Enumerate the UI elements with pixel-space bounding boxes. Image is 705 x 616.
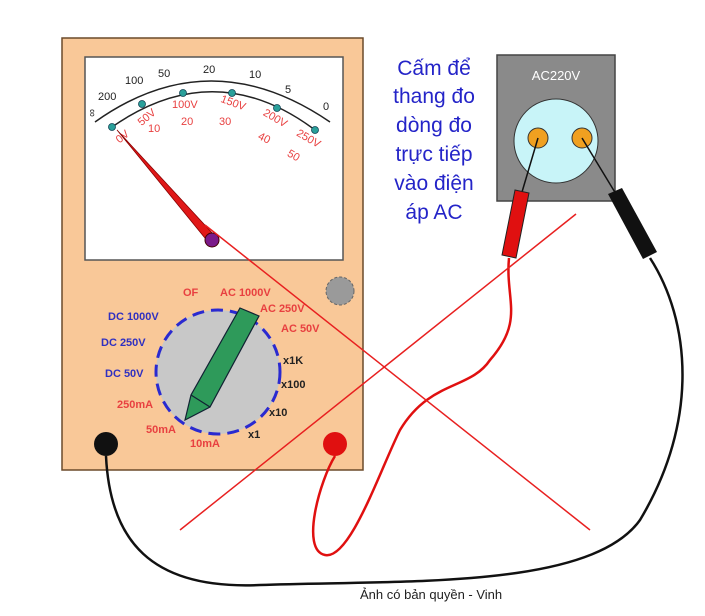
svg-text:30: 30 [219,116,231,128]
positive-jack[interactable] [323,432,347,456]
svg-text:50: 50 [158,68,170,80]
svg-text:OF: OF [183,287,199,299]
svg-text:40: 40 [256,130,272,146]
svg-text:x1K: x1K [283,355,303,367]
svg-text:100V: 100V [172,99,198,111]
outlet-label: AC220V [532,68,581,83]
red-wire [311,257,513,557]
black-probe[interactable] [608,188,657,259]
svg-text:Cấm để: Cấm để [397,57,471,80]
svg-text:5: 5 [285,84,291,96]
svg-text:10: 10 [249,69,261,81]
svg-text:10: 10 [148,123,160,135]
range-selector-dial[interactable] [154,307,282,436]
svg-text:dòng đo: dòng đo [396,114,472,137]
meter-display [84,56,344,261]
svg-text:100: 100 [125,75,143,87]
svg-text:10mA: 10mA [190,438,220,450]
svg-text:50: 50 [285,148,302,165]
svg-text:200: 200 [98,91,116,103]
svg-text:0: 0 [323,101,329,113]
svg-text:x100: x100 [281,379,305,391]
svg-text:50mA: 50mA [146,424,176,436]
black-wire [104,257,684,587]
cross-line-2 [204,224,591,531]
svg-text:DC 50V: DC 50V [105,368,144,380]
svg-text:∞: ∞ [86,109,98,117]
scale-dots [108,89,319,134]
svg-text:AC 1000V: AC 1000V [220,287,271,299]
volt-scale-arc [111,91,316,131]
svg-text:x1: x1 [248,429,260,441]
svg-text:250mA: 250mA [117,399,153,411]
current-scale-labels: 10 20 30 40 50 [148,116,302,164]
svg-text:AC 250V: AC 250V [260,303,305,315]
outlet-face [513,98,599,184]
svg-text:trực tiếp: trực tiếp [395,143,472,166]
red-probe-tip [521,137,539,193]
svg-text:vào điện: vào điện [394,172,473,195]
ohm-scale-arc [94,80,331,123]
svg-text:áp AC: áp AC [405,201,462,224]
red-probe[interactable] [501,189,530,259]
svg-text:thang đo: thang đo [393,85,475,108]
cross-line-1 [179,213,577,531]
svg-text:20: 20 [203,64,215,76]
dial-labels: OF AC 1000V AC 250V AC 50V x1K x100 x10 … [101,287,320,450]
svg-text:AC 50V: AC 50V [281,323,320,335]
svg-text:20: 20 [181,116,193,128]
needle-pivot [204,232,220,248]
black-probe-tip [581,137,617,195]
svg-text:DC 250V: DC 250V [101,337,146,349]
selector-pointer [184,307,260,422]
copyright-caption: Ảnh có bản quyền - Vinh [360,587,502,602]
svg-text:x10: x10 [269,407,287,419]
zero-adjust-knob[interactable] [325,276,355,306]
ohm-scale-labels: ∞ 200 100 50 20 10 5 0 [86,64,329,117]
svg-text:DC 1000V: DC 1000V [108,311,159,323]
com-jack[interactable] [94,432,118,456]
warning-text: Cấm để thang đo dòng đo trực tiếp vào đi… [393,57,475,224]
